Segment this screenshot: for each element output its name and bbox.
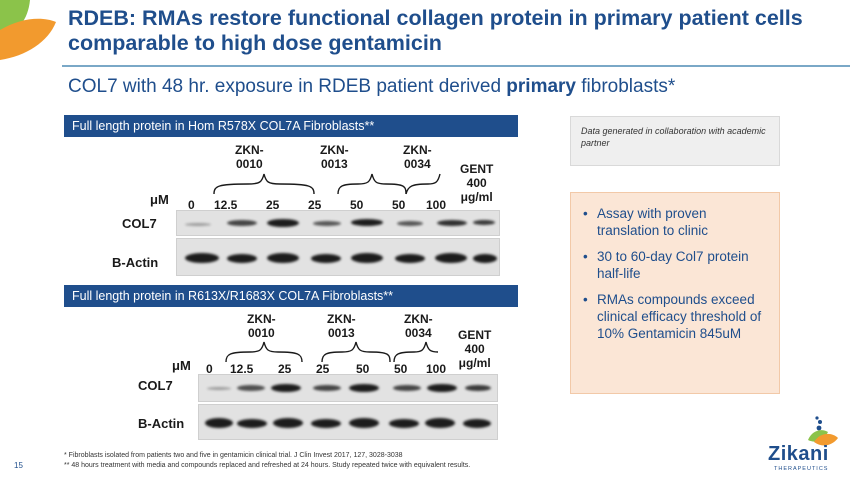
b-actin-blot [198, 404, 498, 440]
dose-label: 12.5 [214, 198, 238, 212]
group-brackets [225, 341, 439, 363]
group-label-zkn-0034: ZKN-0034 [403, 143, 432, 171]
group-label-zkn-0010: ZKN-0010 [235, 143, 264, 171]
slide-title: RDEB: RMAs restore functional collagen p… [68, 6, 803, 55]
b-actin-blot [176, 238, 500, 276]
footnote: ** 48 hours treatment with media and com… [64, 462, 471, 469]
dose-label: 100 [426, 362, 447, 376]
title-divider [62, 65, 850, 67]
dose-label: 100 [426, 198, 447, 212]
page-number: 15 [14, 461, 23, 470]
dose-label: 12.5 [230, 362, 254, 376]
dose-label: 50 [356, 362, 370, 376]
dose-label: 25 [316, 362, 330, 376]
dose-label: 50 [350, 198, 364, 212]
group-label-zkn-0013: ZKN-0013 [327, 312, 356, 340]
slide-subtitle: COL7 with 48 hr. exposure in RDEB patien… [68, 76, 676, 97]
footnote: * Fibroblasts isolated from patients two… [64, 452, 403, 459]
dose-label: 25 [308, 198, 322, 212]
leaf-decoration-icon [0, 0, 56, 61]
panel1-banner: Full length protein in Hom R578X COL7A F… [64, 115, 518, 137]
panel2-banner: Full length protein in R613X/R1683X COL7… [64, 285, 518, 307]
group-label-zkn-0034: ZKN-0034 [404, 312, 433, 340]
bullet-item: Assay with proven translation to clinic [583, 205, 769, 239]
logo-wordmark: Zikani [768, 443, 829, 465]
group-brackets [213, 173, 441, 195]
bullet-item: 30 to 60-day Col7 protein half-life [583, 248, 769, 282]
row-label-col7: COL7 [138, 378, 173, 393]
dose-label: 0 [188, 198, 195, 212]
collaboration-note: Data generated in collaboration with aca… [570, 116, 780, 166]
logo-tagline: THERAPEUTICS [774, 466, 829, 472]
key-points-box: Assay with proven translation to clinic … [570, 192, 780, 394]
um-label: μM [150, 192, 169, 207]
dose-label: 0 [206, 362, 213, 376]
row-label-col7: COL7 [122, 216, 157, 231]
group-label-zkn-0010: ZKN-0010 [247, 312, 276, 340]
um-label: μM [172, 358, 191, 373]
dose-label: 50 [392, 198, 406, 212]
row-label-b-actin: B-Actin [138, 416, 185, 431]
dose-label: 50 [394, 362, 408, 376]
dose-label: 25 [266, 198, 280, 212]
col7-blot [176, 210, 500, 236]
col7-blot [198, 374, 498, 402]
zikani-logo-icon [808, 416, 838, 446]
group-label-zkn-0013: ZKN-0013 [320, 143, 349, 171]
bullet-item: RMAs compounds exceed clinical efficacy … [583, 291, 769, 342]
dose-label: 25 [278, 362, 292, 376]
row-label-b-actin: B-Actin [112, 255, 159, 270]
